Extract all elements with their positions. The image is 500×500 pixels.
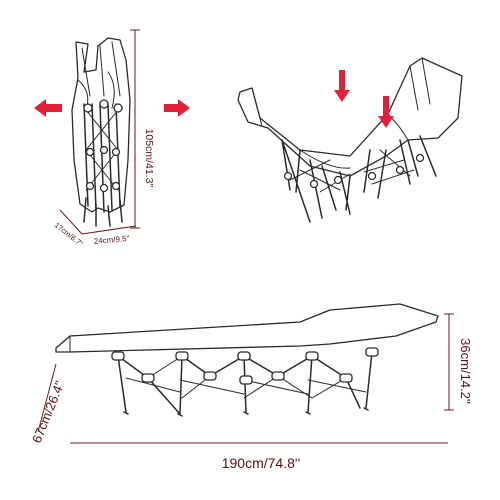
folded-width-label: 24cm/9.5'' — [93, 234, 130, 246]
bed-width-dimension: 67cm/26.4'' — [29, 363, 68, 446]
arrow-down-icon — [334, 70, 350, 102]
arrow-right-icon — [164, 99, 190, 117]
folded-base-dimensions: 17cm/6.7'' 24cm/9.5'' — [53, 209, 137, 249]
flat-cot-drawing — [55, 303, 439, 417]
arrow-left-icon — [34, 99, 62, 117]
bed-width-label: 67cm/26.4'' — [29, 379, 68, 446]
arrow-down-icon — [378, 96, 394, 128]
bed-length-label: 190cm/74.8'' — [222, 455, 301, 471]
bed-height-dimension: 36cm/14.2'' — [444, 313, 473, 411]
bed-length-dimension: 190cm/74.8'' — [70, 442, 448, 471]
bed-height-label: 36cm/14.2'' — [458, 338, 473, 404]
folded-height-dimension: 105cm/41.3'' — [130, 29, 155, 229]
chair-configuration-drawing — [237, 57, 463, 223]
folded-depth-label: 17cm/6.7'' — [53, 220, 86, 248]
folded-height-label: 105cm/41.3'' — [143, 129, 155, 188]
folded-cot-drawing — [71, 37, 131, 227]
